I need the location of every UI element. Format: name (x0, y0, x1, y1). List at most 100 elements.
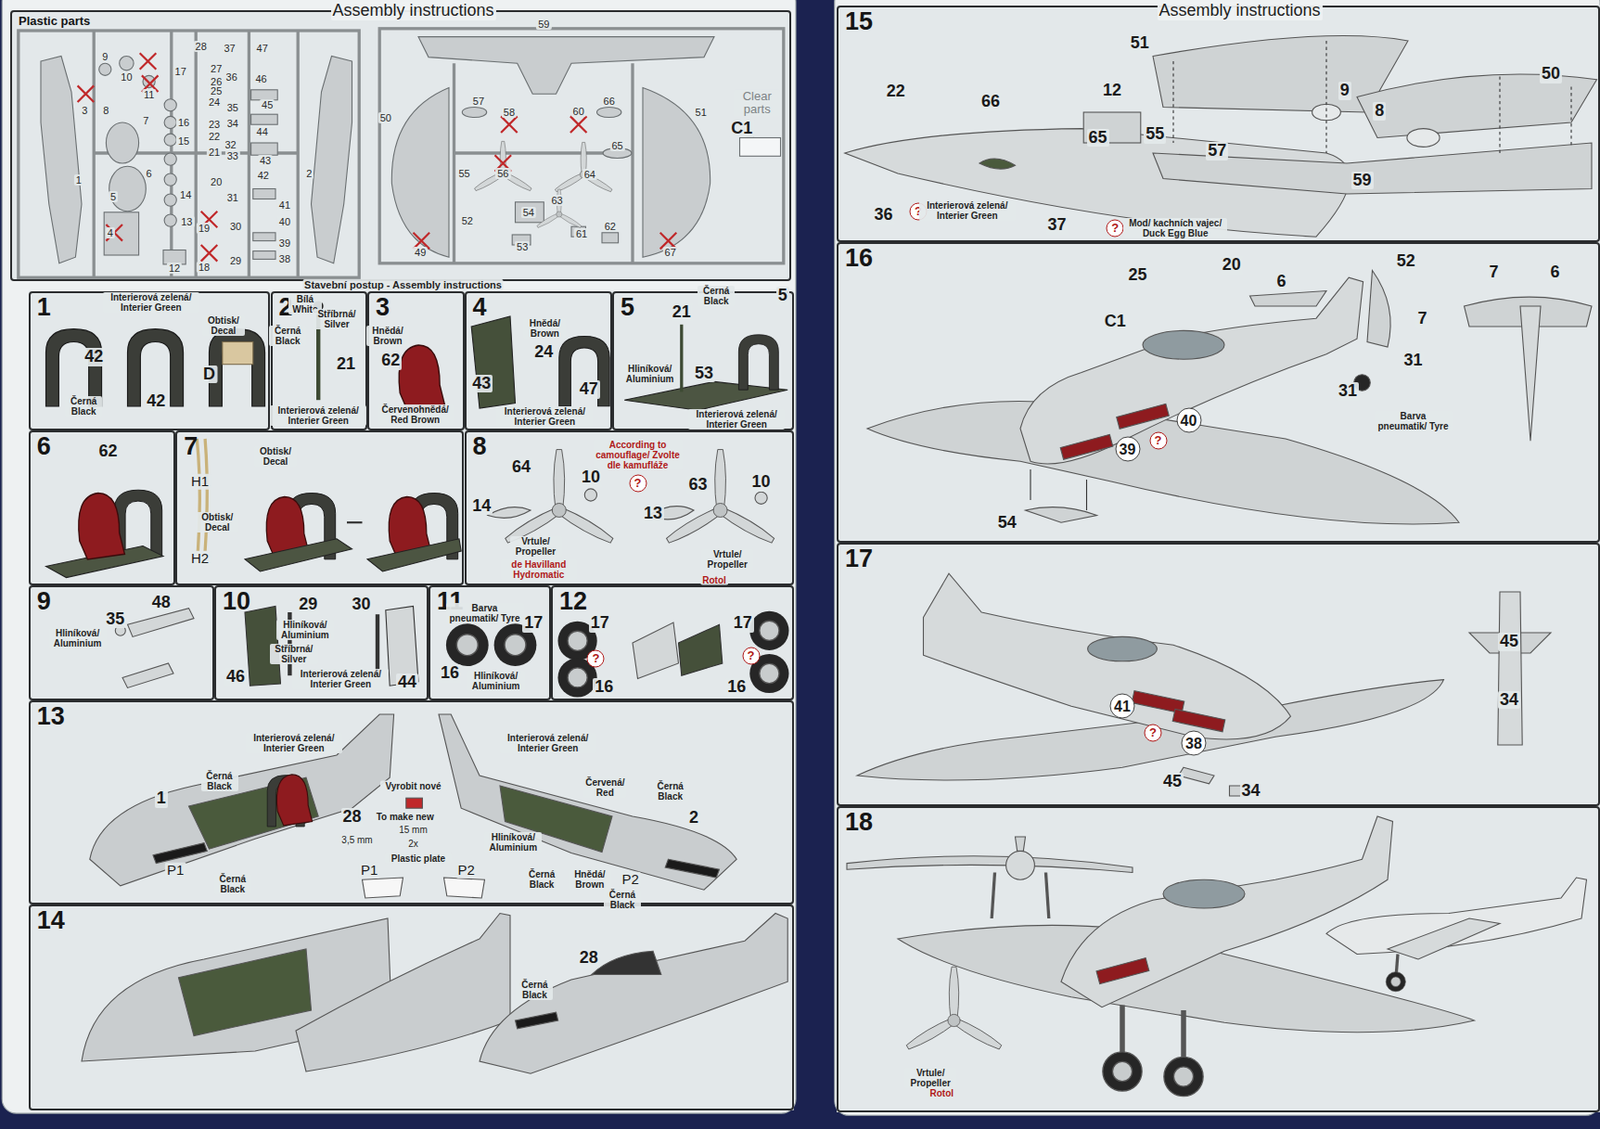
step-18-aircraft (1385, 972, 1406, 992)
step-6-seat (78, 493, 126, 561)
page-ground (834, 0, 1600, 1115)
callout-number: 13 (641, 504, 665, 524)
dimension: 15 mm (396, 824, 430, 835)
part-number: 2 (304, 167, 314, 180)
color-note: Hliníková/ Aluminium (276, 619, 334, 640)
step-14-fuselage (295, 913, 511, 1073)
part-number: 4 (105, 227, 116, 239)
step-8-propeller (755, 491, 768, 504)
part-number: 55 (456, 167, 472, 180)
part-number: 18 (196, 261, 212, 273)
step-12-wheel (557, 611, 789, 698)
step-17-aircraft (923, 573, 1292, 740)
step-number: 3 (369, 293, 397, 322)
step-7-harness (346, 521, 363, 524)
dimension: 2x (406, 837, 421, 848)
step-7-harness (244, 538, 353, 572)
step-5-frame (679, 324, 683, 393)
part-number: 67 (663, 246, 679, 258)
part-number: 17 (173, 65, 189, 77)
sprue-part (164, 214, 177, 227)
callout-number: 65 (1087, 128, 1110, 148)
sprue-propeller (554, 141, 614, 193)
step-3-seat (398, 345, 446, 412)
part-number: 33 (225, 150, 241, 162)
sprue-part (597, 107, 622, 118)
sprue-part (601, 232, 619, 244)
part-number: 1 (74, 174, 84, 186)
callout-number: 22 (884, 82, 908, 102)
color-note: Interierová zelená/ Interier Green (292, 668, 389, 690)
part-number: 56 (495, 167, 511, 180)
callout-number: 66 (979, 92, 1002, 112)
color-note: To make new (371, 811, 439, 822)
part-mark: P2 (456, 862, 477, 879)
sprue-part (253, 189, 276, 200)
red-note: Rotol (700, 574, 729, 585)
part-number: 8 (101, 104, 111, 116)
color-note: Černá Black (697, 285, 735, 307)
step-4-panel (559, 336, 610, 407)
step-15-wing (1173, 40, 1572, 154)
callout-number: 52 (1395, 252, 1418, 271)
part-number: 5 (108, 191, 118, 203)
step-14-fuselage (81, 913, 788, 1075)
option-mark: ? (1149, 432, 1167, 450)
part-number: 35 (225, 101, 241, 113)
part-mark: P2 (620, 871, 641, 888)
sprue-part (40, 37, 781, 265)
unused-mark (77, 85, 95, 103)
part-number: 46 (253, 73, 269, 85)
step-18-aircraft (1006, 850, 1036, 880)
callout-number: 63 (686, 475, 709, 495)
part-mark: H1 (189, 473, 211, 490)
callout-number: 1 (154, 789, 168, 808)
callout-number: 24 (532, 343, 555, 362)
part-number: 9 (100, 50, 110, 62)
step-9-part (122, 663, 174, 688)
part-number: 23 (206, 118, 222, 130)
step-1-bulkhead (46, 329, 103, 407)
red-note: Rotol (928, 1088, 957, 1099)
part-number: 21 (206, 146, 222, 158)
step-13-fuselage (276, 774, 312, 826)
step-16-aircraft (1520, 306, 1541, 441)
color-note: Hliníková/ Aluminium (49, 627, 107, 649)
part-number: 24 (206, 96, 222, 108)
step-number: 1 (30, 293, 58, 322)
color-note: Vrtule/ Propeller (510, 536, 563, 557)
step-18-aircraft (1164, 1056, 1204, 1096)
step-15-wing (1356, 74, 1598, 138)
step-13-fuselage (406, 797, 423, 808)
callout-number: 21 (670, 303, 693, 322)
step-16-aircraft (1030, 469, 1088, 511)
part-number: 64 (582, 168, 598, 180)
circled-number: 38 (1181, 729, 1207, 756)
part-number: 10 (118, 70, 134, 82)
callout-number: 62 (97, 442, 120, 461)
part-number: 66 (601, 95, 617, 107)
callout-number: 34 (1497, 691, 1521, 710)
callout-number: 5 (776, 286, 790, 306)
sprue-frame (379, 28, 784, 264)
part-number: 29 (228, 254, 244, 266)
sprue-propeller (536, 189, 582, 230)
callout-number: 16 (438, 664, 461, 683)
step-8-propeller (487, 507, 531, 519)
sprue-propeller (473, 140, 614, 229)
part-number: 28 (193, 39, 209, 52)
color-note: Hnědá/ Brown (366, 325, 410, 346)
part-number: 34 (225, 117, 241, 129)
page-ground (1, 0, 796, 1114)
part-number: 19 (196, 222, 212, 234)
callout-number: 48 (150, 593, 173, 613)
color-note: Obtisk/ Decal (202, 315, 245, 336)
callout-number: 10 (750, 473, 773, 492)
callout-number: 7 (1486, 263, 1500, 282)
part-number: 57 (471, 95, 487, 107)
callout-number: 43 (470, 374, 493, 394)
callout-number: 54 (996, 513, 1019, 533)
part-number: 45 (259, 99, 275, 111)
step-number: 9 (30, 587, 58, 616)
